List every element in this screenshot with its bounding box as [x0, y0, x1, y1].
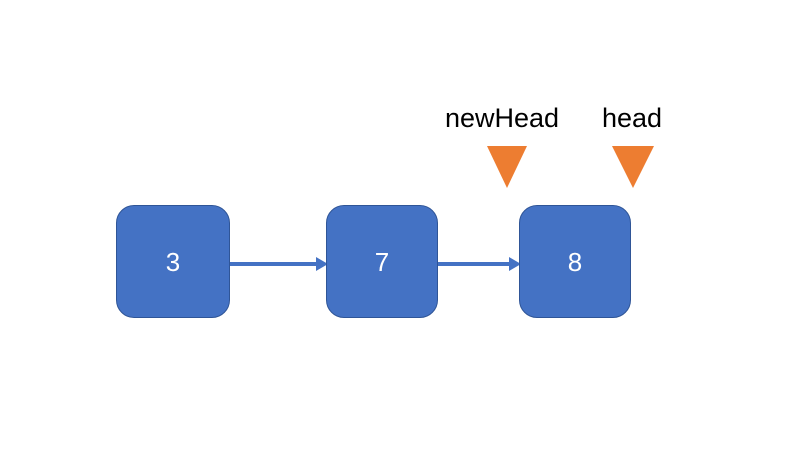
pointer-label-newhead: newHead — [445, 103, 560, 133]
link-arrow-2-to-3 — [438, 257, 521, 271]
pointer-triangle-newhead — [487, 146, 527, 188]
pointer-triangle-head — [612, 146, 654, 188]
list-node-2[interactable]: 7 — [326, 205, 438, 318]
link-arrow-1-to-2 — [230, 257, 328, 271]
list-node-1[interactable]: 3 — [116, 205, 230, 318]
list-node-value: 7 — [374, 246, 390, 277]
pointer-label-head: head — [602, 103, 663, 133]
list-node-value: 3 — [165, 246, 181, 277]
list-node-value: 8 — [567, 246, 583, 277]
list-node-3[interactable]: 8 — [519, 205, 631, 318]
